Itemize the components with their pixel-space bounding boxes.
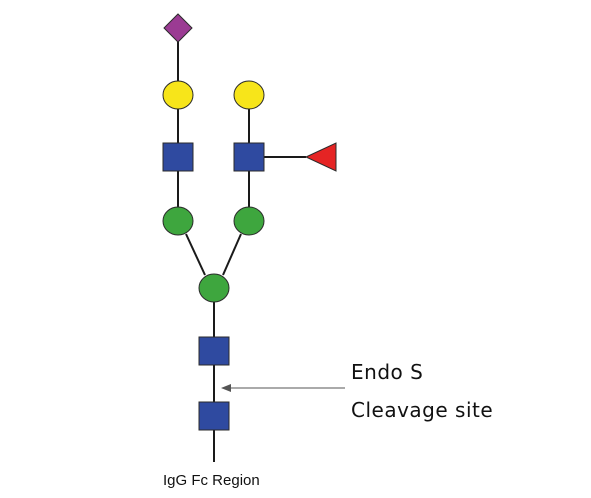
glcnac-core-2-square-icon bbox=[198, 336, 230, 366]
mannose-right-circle-icon bbox=[233, 206, 265, 236]
cleavage-site-label: Cleavage site bbox=[351, 398, 494, 422]
linkages bbox=[177, 40, 306, 462]
galactose-left-circle-icon bbox=[162, 80, 194, 110]
glcnac-left-square-icon bbox=[162, 142, 194, 172]
glcnac-right-square-icon bbox=[233, 142, 265, 172]
mannose-core-circle-icon bbox=[198, 273, 230, 303]
link-core-mannose-right bbox=[222, 233, 242, 276]
region-label: IgG Fc Region bbox=[163, 472, 260, 489]
glcnac-core-1-square-icon bbox=[198, 401, 230, 431]
fucose-triangle-icon bbox=[304, 142, 337, 172]
galactose-right-circle-icon bbox=[233, 80, 265, 110]
symbols bbox=[162, 13, 337, 431]
link-core-mannose-left bbox=[185, 233, 206, 276]
mannose-left-circle-icon bbox=[162, 206, 194, 236]
enzyme-label: Endo S bbox=[351, 360, 424, 384]
sialic-acid-diamond-icon bbox=[163, 13, 193, 43]
